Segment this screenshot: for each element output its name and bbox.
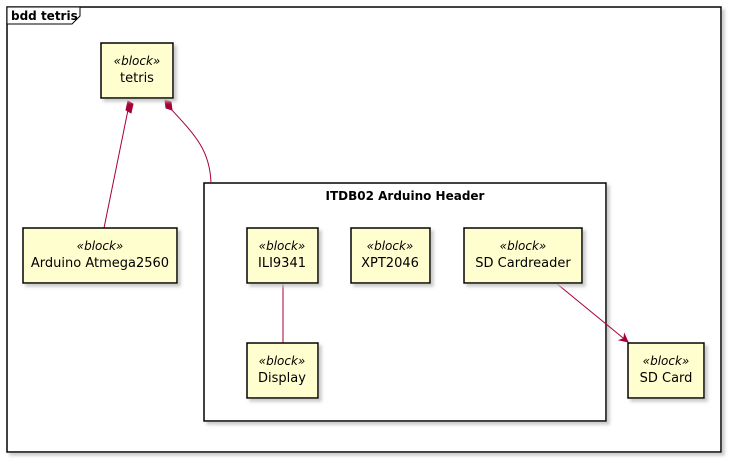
block-name-xpt2046: XPT2046 (361, 256, 419, 271)
block-stereotype: «block» (500, 239, 547, 253)
block-stereotype: «block» (259, 354, 306, 368)
block-name-tetris: tetris (120, 71, 154, 86)
composition-diamond-arduino (125, 100, 134, 114)
composition-edge-package (169, 107, 212, 184)
block-sd-cardreader[interactable]: «block» SD Cardreader (463, 227, 583, 284)
package-itdb02: ITDB02 Arduino Header (203, 182, 607, 422)
block-name-arduino: Arduino Atmega2560 (31, 256, 169, 271)
block-sd-card[interactable]: «block» SD Card (627, 342, 705, 399)
block-stereotype: «block» (114, 54, 161, 68)
composition-edge-arduino (103, 109, 129, 229)
block-stereotype: «block» (77, 239, 124, 253)
dependency-edge-sdreader-sdcard (555, 282, 629, 343)
composition-diamond-package (164, 99, 173, 111)
block-stereotype: «block» (367, 239, 414, 253)
block-name-display: Display (258, 371, 306, 386)
block-name-ili9341: ILI9341 (258, 256, 306, 271)
block-stereotype: «block» (259, 239, 306, 253)
block-name-sd-card: SD Card (640, 371, 693, 386)
frame-title: bdd tetris (11, 9, 78, 23)
block-tetris[interactable]: «block» tetris (100, 42, 174, 99)
block-xpt2046[interactable]: «block» XPT2046 (350, 227, 431, 284)
block-arduino[interactable]: «block» Arduino Atmega2560 (22, 227, 178, 284)
block-display[interactable]: «block» Display (246, 342, 319, 399)
block-name-sd-cardreader: SD Cardreader (475, 256, 571, 271)
block-stereotype: «block» (643, 354, 690, 368)
package-title: ITDB02 Arduino Header (326, 189, 485, 203)
block-ili9341[interactable]: «block» ILI9341 (246, 227, 319, 284)
